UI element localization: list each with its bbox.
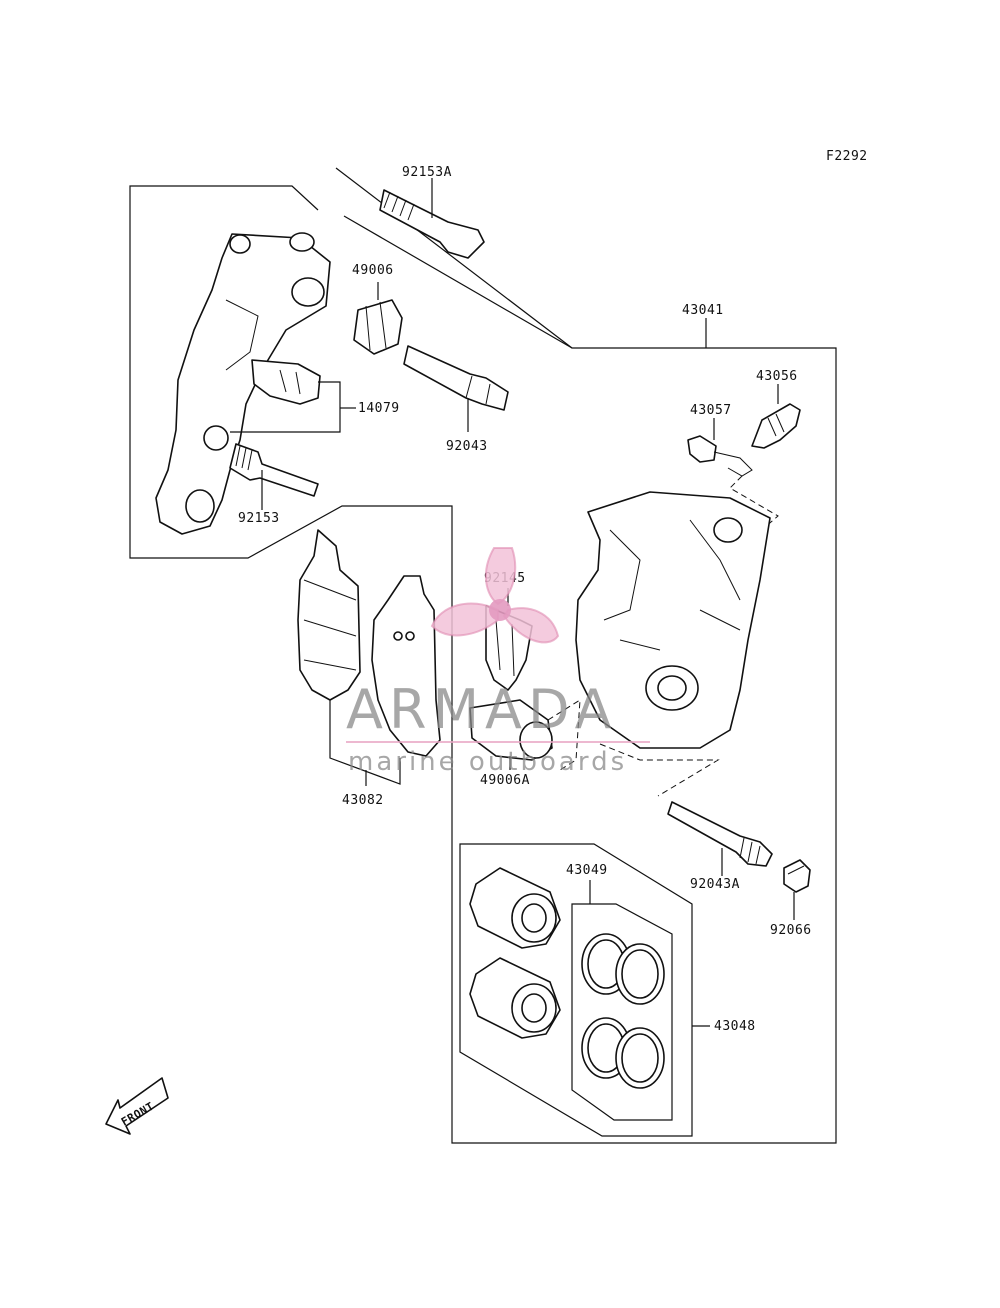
watermark-tagline: marine outboards bbox=[348, 747, 627, 777]
boot-49006a bbox=[469, 699, 553, 761]
pin-92043 bbox=[403, 345, 509, 411]
part-label-43082: 43082 bbox=[342, 793, 384, 808]
part-label-92043: 92043 bbox=[446, 439, 488, 454]
piston-upper bbox=[469, 867, 561, 949]
bolt-group-line bbox=[343, 215, 573, 349]
part-label-43048: 43048 bbox=[714, 1019, 756, 1034]
part-label-43049: 43049 bbox=[566, 863, 608, 878]
bracket-group-outline bbox=[129, 167, 837, 1144]
part-label-92043A: 92043A bbox=[690, 877, 740, 892]
watermark: ARMADA marine outboards bbox=[346, 547, 650, 777]
pad-spring-14079 bbox=[251, 359, 321, 405]
figure-code: F2292 bbox=[826, 149, 868, 164]
part-label-43056: 43056 bbox=[756, 369, 798, 384]
part-label-92066: 92066 bbox=[770, 923, 812, 938]
part-label-43041: 43041 bbox=[682, 303, 724, 318]
pin-92043a bbox=[667, 801, 773, 867]
bolt-92153a bbox=[379, 189, 485, 259]
seal-rings-lower bbox=[581, 1017, 665, 1089]
piston-kit-outline bbox=[459, 843, 693, 1137]
caliper-body bbox=[575, 491, 771, 749]
part-label-49006A: 49006A bbox=[480, 773, 530, 788]
boot-49006 bbox=[353, 299, 403, 355]
piston-lower bbox=[469, 957, 561, 1039]
bolt-92153 bbox=[229, 443, 319, 497]
propeller-logo-icon bbox=[430, 547, 560, 644]
front-arrow-icon: FRONT bbox=[105, 1077, 169, 1135]
brake-pad-inner bbox=[371, 575, 441, 757]
part-label-14079: 14079 bbox=[358, 401, 400, 416]
seal-rings-upper bbox=[581, 933, 665, 1005]
bleeder-cap-43057 bbox=[687, 435, 753, 477]
seal-kit-outline bbox=[571, 903, 673, 1121]
brake-pad-outer bbox=[297, 529, 361, 701]
watermark-brand: ARMADA bbox=[346, 678, 618, 741]
bleeder-valve-43056 bbox=[751, 403, 801, 449]
part-label-92153A: 92153A bbox=[402, 165, 452, 180]
cap-92066 bbox=[783, 859, 811, 893]
part-label-43057: 43057 bbox=[690, 403, 732, 418]
part-label-92153: 92153 bbox=[238, 511, 280, 526]
leader-43082 bbox=[329, 700, 401, 785]
caliper-bracket bbox=[155, 232, 331, 535]
part-label-49006: 49006 bbox=[352, 263, 394, 278]
dash-leader-pin bbox=[599, 743, 720, 797]
leader-14079 bbox=[230, 381, 341, 433]
